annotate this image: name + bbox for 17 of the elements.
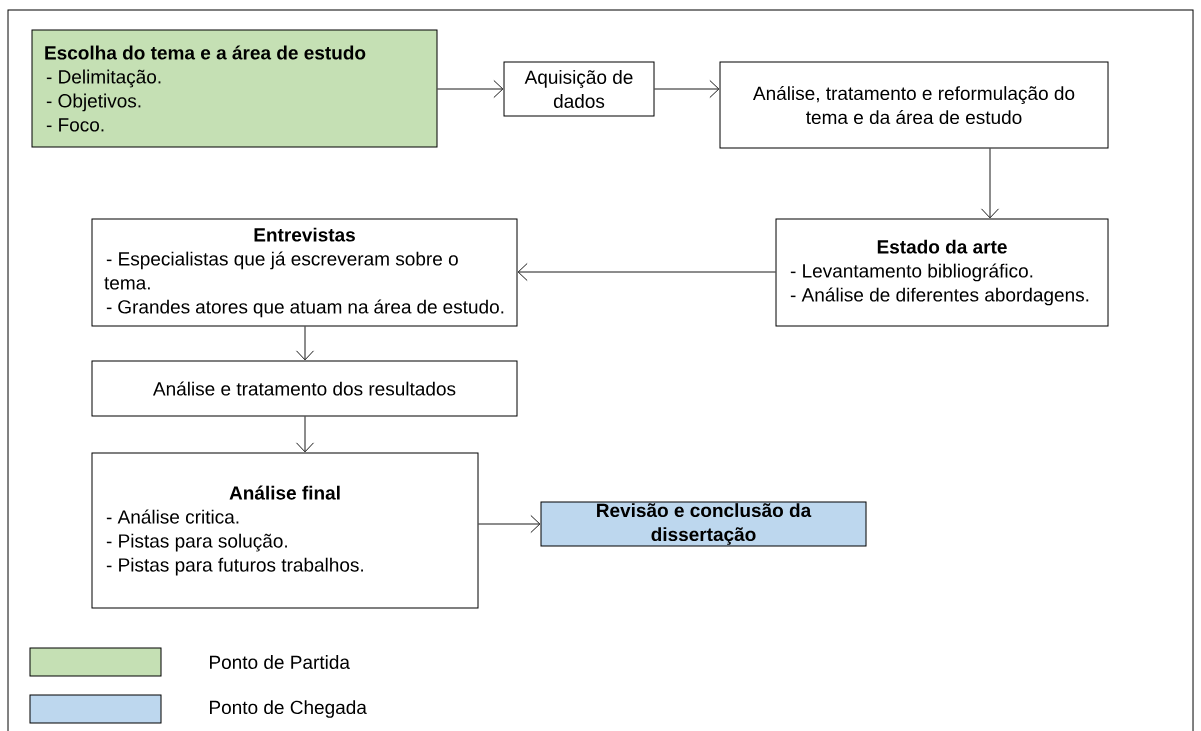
arrow: [437, 80, 504, 98]
process-box: Escolha do tema e a área de estudo - Delimitação. - Objetivos. - Foco.: [31, 29, 438, 148]
arrow: [517, 263, 776, 281]
arrow: [478, 515, 541, 533]
process-box: Análise final - Análise critica. - Pistas para solução. - Pistas para futuros trabalhos.: [91, 452, 479, 609]
process-box: Revisão e conclusão da dissertação: [540, 501, 867, 547]
process-box: Estado da arte - Levantamento bibliográfico. - Análise de diferentes abordagens.: [775, 218, 1109, 327]
arrow: [296, 326, 314, 361]
arrow: [981, 148, 999, 219]
process-box: Entrevistas - Especialistas que já escreveram sobre o tema. - Grandes atores que atuam na área de estudo.: [91, 218, 518, 327]
process-box: Análise e tratamento dos resultados: [91, 360, 518, 417]
process-box: Análise, tratamento e reformulação do tema e da área de estudo: [719, 61, 1109, 149]
legend-label: Ponto de Chegada: [210, 700, 367, 718]
arrow: [296, 416, 314, 453]
process-box: Aquisição de dados: [503, 61, 655, 117]
legend-label: Ponto de Partida: [210, 655, 350, 669]
arrow: [654, 80, 720, 98]
